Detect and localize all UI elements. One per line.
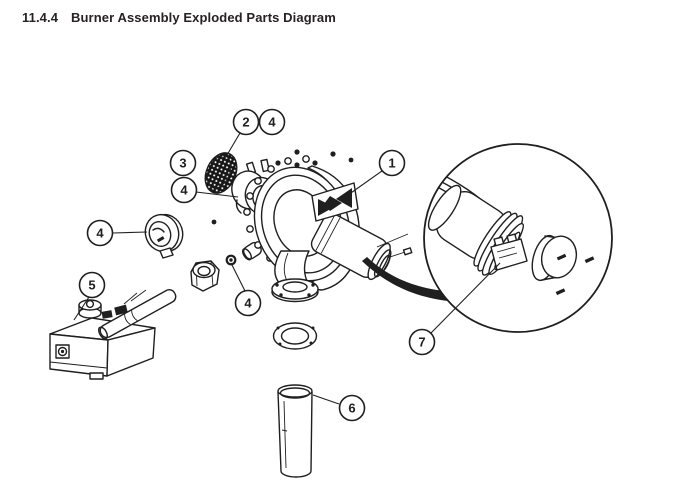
cap-screw — [555, 288, 566, 296]
callout-leader-7 — [430, 262, 501, 334]
svg-text:1: 1 — [388, 156, 395, 171]
motor-connector — [490, 233, 528, 271]
burner-mesh-screen — [204, 152, 238, 194]
motor-detail-view — [423, 143, 613, 333]
flange-gasket — [272, 322, 318, 350]
callout-5: 5 — [78, 271, 106, 299]
callout-3: 3 — [169, 149, 197, 177]
callout-leader-5 — [73, 296, 90, 321]
cap-screw — [584, 256, 595, 264]
callout-4: 4 — [258, 108, 286, 136]
union-fitting — [190, 260, 220, 292]
svg-text:4: 4 — [268, 115, 276, 130]
motor-label — [311, 182, 359, 222]
page-title: 11.4.4 Burner Assembly Exploded Parts Di… — [22, 10, 336, 25]
swirl-plate — [144, 213, 184, 259]
callout-leader-4 — [230, 262, 246, 292]
section-title: Burner Assembly Exploded Parts Diagram — [71, 10, 336, 25]
svg-text:3: 3 — [179, 156, 186, 171]
callout-4: 4 — [170, 176, 198, 204]
callout-layer: 1 2 4 3 4 4 4 5 6 7 — [73, 108, 501, 422]
callout-leader-2 — [226, 132, 241, 156]
housing-bolt-tabs — [243, 155, 310, 262]
blower-assembly — [243, 155, 413, 303]
section-number: 11.4.4 — [22, 10, 59, 25]
callout-7: 7 — [408, 328, 436, 356]
callout-leader-1 — [347, 170, 383, 196]
motor-wire — [376, 233, 409, 248]
callout-1: 1 — [378, 149, 406, 177]
callout-leader-6 — [312, 394, 340, 405]
svg-text:4: 4 — [180, 183, 188, 198]
outlet-elbow — [271, 250, 319, 303]
callout-4: 4 — [86, 219, 114, 247]
svg-text:7: 7 — [418, 335, 425, 350]
svg-text:4: 4 — [96, 226, 104, 241]
callout-2: 2 — [232, 108, 260, 136]
callout-leader-4 — [195, 191, 239, 198]
burner-tube — [277, 384, 313, 478]
svg-text:5: 5 — [88, 278, 95, 293]
callout-6: 6 — [338, 394, 366, 422]
detail-pointer-swoosh — [362, 257, 451, 301]
callout-leader-4 — [112, 231, 148, 234]
svg-text:6: 6 — [348, 401, 355, 416]
callout-4: 4 — [234, 289, 262, 317]
svg-text:4: 4 — [244, 296, 252, 311]
motor-end-cap — [531, 234, 578, 282]
svg-text:2: 2 — [242, 115, 249, 130]
manifold-pipe — [98, 289, 177, 340]
washer — [225, 254, 237, 266]
motor-wire — [386, 251, 406, 259]
